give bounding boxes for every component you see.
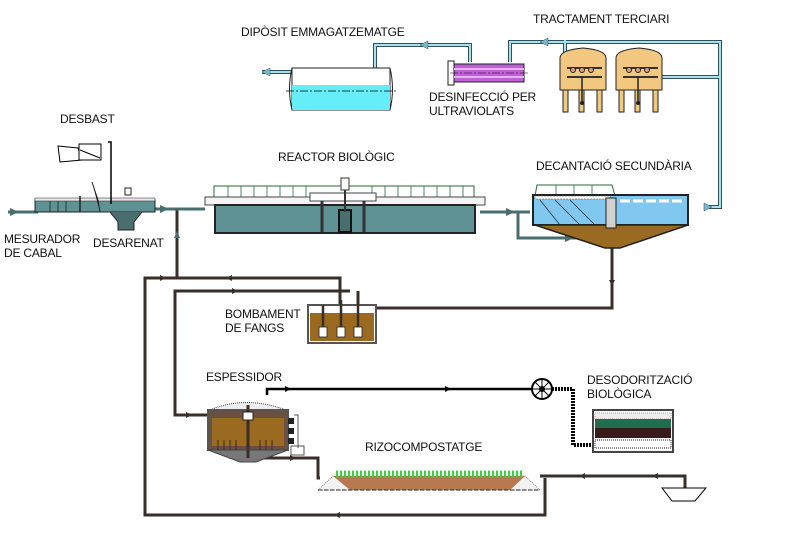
label-reactor-biologic: REACTOR BIOLÒGIC bbox=[278, 150, 395, 164]
label-decantacio-secundaria: DECANTACIÓ SECUNDÀRIA bbox=[536, 159, 692, 173]
label-tractament-terciari: TRACTAMENT TERCIARI bbox=[533, 12, 670, 26]
label-desarenat: DESARENAT bbox=[93, 236, 164, 250]
tertiary-filters bbox=[559, 47, 663, 113]
filter-tank-2 bbox=[615, 47, 663, 113]
compost-output-basin bbox=[660, 487, 708, 502]
storage-tank bbox=[286, 67, 396, 111]
sludge-flow-arrows bbox=[160, 275, 658, 518]
screening-bin-icon bbox=[57, 143, 102, 163]
air-line bbox=[265, 387, 595, 447]
secondary-sludge-line bbox=[376, 240, 614, 310]
uv-disinfection-unit bbox=[447, 60, 528, 86]
biofilter bbox=[592, 409, 674, 453]
label-desinfeccio-ultraviolats: DESINFECCIÓ PER ULTRAVIOLATS bbox=[429, 90, 537, 118]
label-desbast: DESBAST bbox=[60, 112, 115, 126]
rhizo-outlet-line bbox=[540, 474, 687, 488]
label-bombament-de-fangs: BOMBAMENT DE FANGS bbox=[225, 307, 301, 335]
recirculation-outer-line bbox=[143, 210, 547, 517]
biological-reactor bbox=[204, 177, 486, 234]
label-diposit-emmagatzematge: DIPÒSIT EMMAGATZEMATGE bbox=[241, 25, 405, 39]
thickener bbox=[207, 402, 305, 463]
filter-tank-1 bbox=[559, 47, 607, 113]
recirc-to-clarifier-pipe bbox=[515, 210, 605, 240]
secondary-clarifier bbox=[532, 184, 689, 249]
sludge-to-thickener-line bbox=[173, 289, 350, 417]
blower-icon bbox=[531, 378, 553, 400]
pretreatment-channel bbox=[34, 141, 156, 231]
label-desodoritzacio-biologica: DESODORITZACIÓ BIOLÒGICA bbox=[587, 373, 693, 401]
label-espessidor: ESPESSIDOR bbox=[206, 370, 283, 384]
sludge-lines bbox=[143, 210, 687, 517]
label-rizocompostatge: RIZOCOMPOSTATGE bbox=[365, 440, 483, 454]
rhizocompost-bed bbox=[316, 470, 542, 491]
sludge-pumping-tank bbox=[307, 300, 377, 344]
label-mesurador-de-cabal: MESURADOR DE CABAL bbox=[4, 232, 81, 260]
